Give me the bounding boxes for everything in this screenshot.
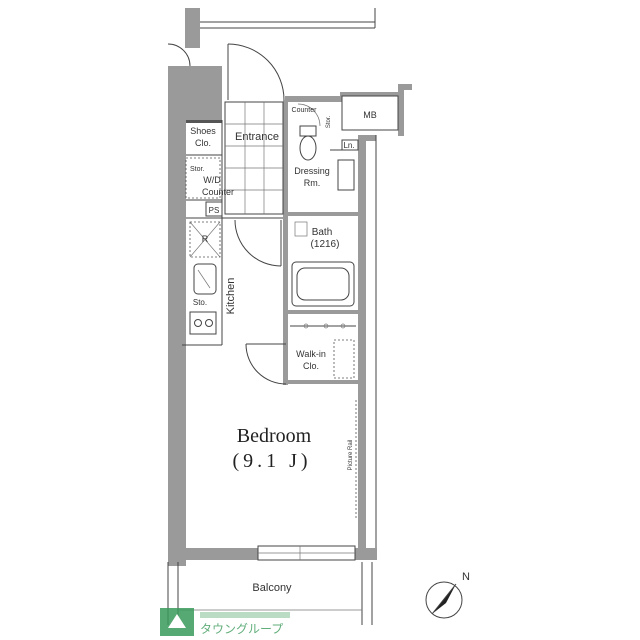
ps-label: PS [209,206,220,215]
counter-top-label: Counter [292,107,318,114]
doors [167,43,321,385]
shoes-label-1: Shoes [190,126,216,136]
bath-label-2: (1216) [311,239,340,250]
stor-small-label: Stor. [326,115,332,128]
balcony-label: Balcony [252,582,292,594]
partitions [182,100,359,385]
fridge-label: R [202,234,209,244]
walkin-label-1: Walk-in [296,349,326,359]
ln-label: Ln. [343,141,354,150]
stor-top-label: Stor. [190,166,204,173]
bedroom-label: Bedroom [237,425,312,447]
wd-label: W/D [203,175,221,185]
compass-label: N [462,571,470,583]
shoes-label-2: Clo. [195,138,211,148]
fixtures [185,125,356,379]
kitchen-label: Kitchen [225,278,237,315]
dressing-label-1: Dressing [294,166,330,176]
mb-label: MB [363,110,377,120]
dressing-label-2: Rm. [304,178,321,188]
walkin-label-2: Clo. [303,361,319,371]
outer-walls [168,66,412,566]
sto-label: Sto. [193,298,207,307]
bedroom-size-label: (9.1 J) [232,450,311,472]
entrance-tiles [224,101,284,215]
counter-label: Counter [202,187,234,197]
picture-rail-label: Picture Rail [348,440,354,471]
bath-label-1: Bath [312,227,333,238]
balcony-area [167,562,373,625]
mb-box [341,95,399,131]
north-compass [425,581,463,619]
exterior-corridor [185,8,376,48]
watermark-logo [160,608,290,636]
watermark-text: タウングループ [200,622,283,636]
entrance-label: Entrance [235,131,279,143]
